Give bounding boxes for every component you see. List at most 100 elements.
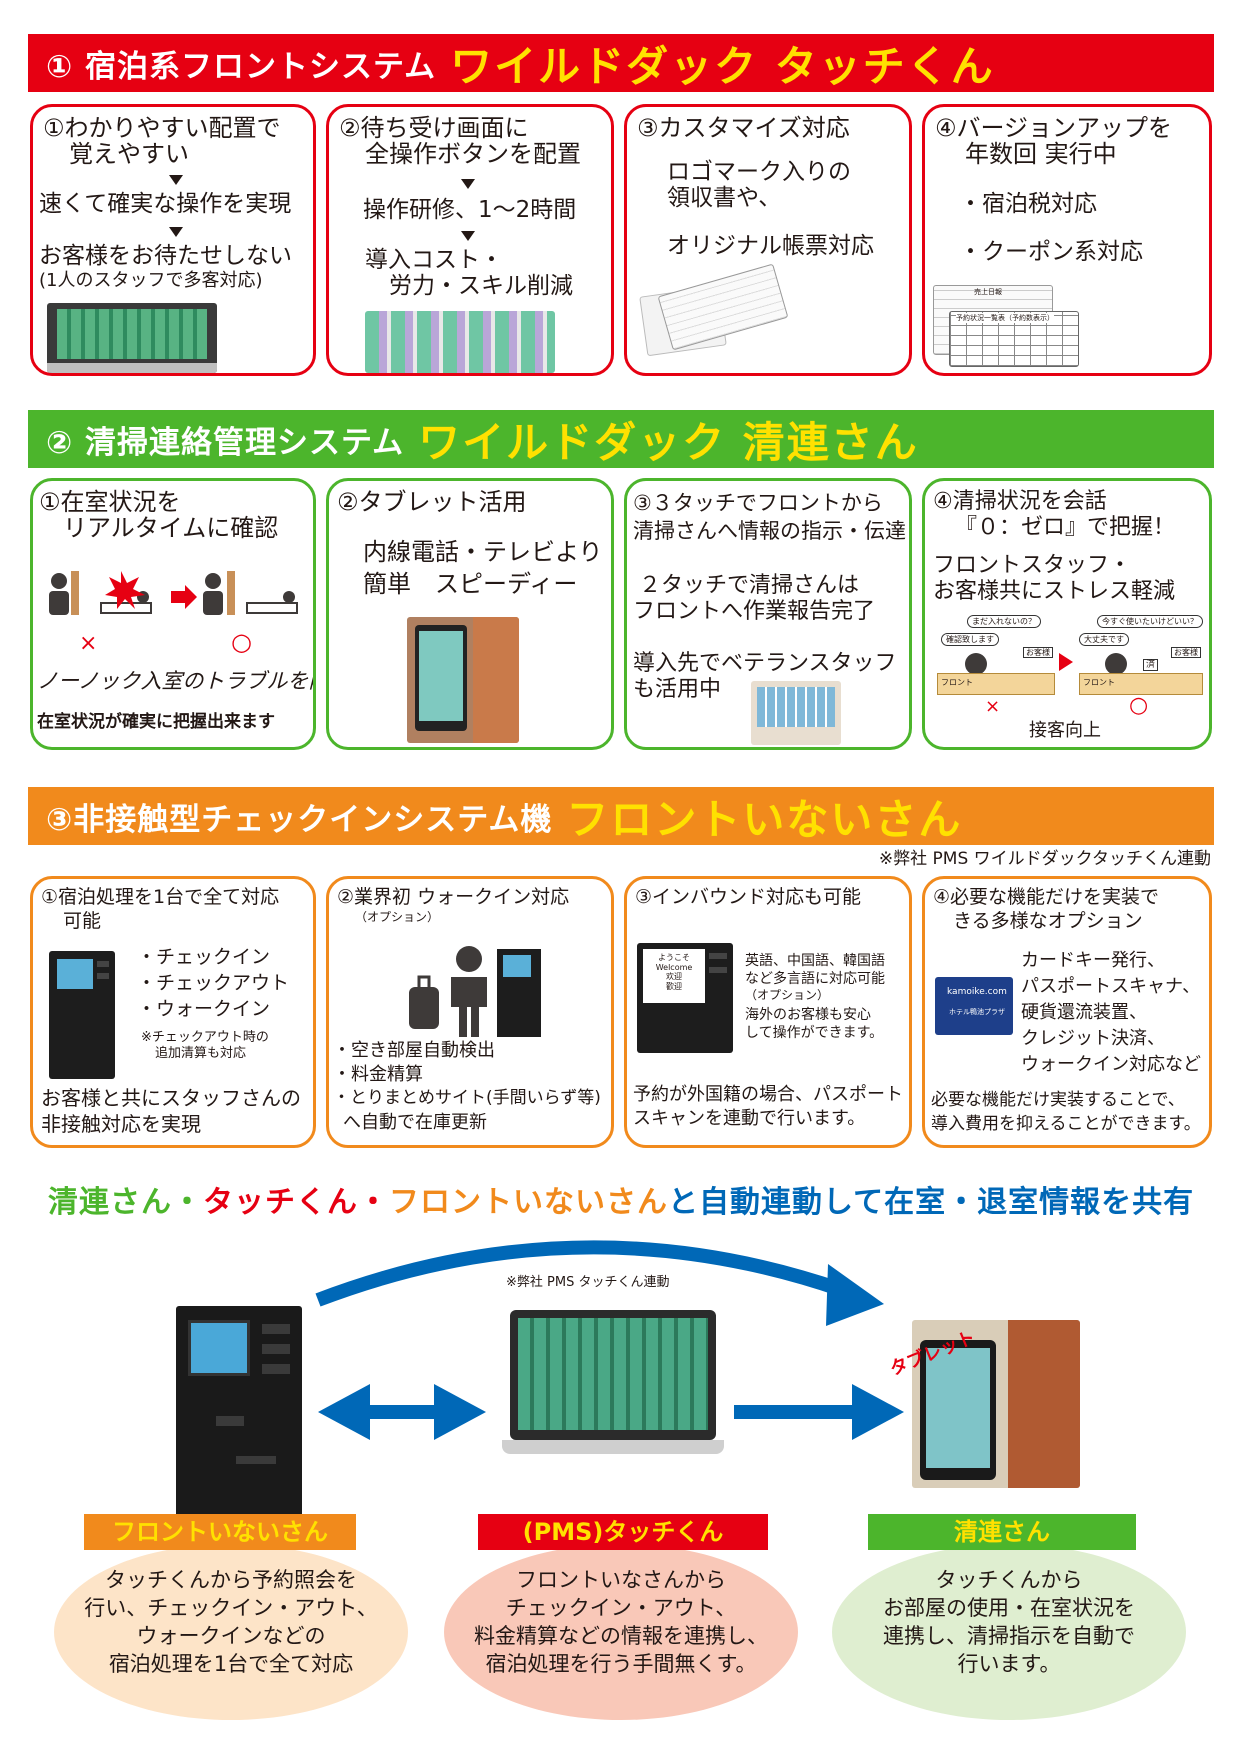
card-heading: ④必要な機能だけを実装で bbox=[933, 886, 1160, 908]
card-text: 接客向上 bbox=[1029, 720, 1101, 741]
card-heading: ①在室状況を bbox=[39, 488, 181, 516]
section1-banner: ① 宿泊系フロントシステム ワイルドダック タッチくん bbox=[28, 34, 1214, 92]
section2-prefix: ② 清掃連絡管理システム bbox=[46, 424, 405, 461]
card-heading: ②待ち受け画面に bbox=[339, 114, 529, 142]
down-arrow-icon bbox=[461, 179, 475, 189]
card-heading: 覚えやすい bbox=[69, 140, 189, 168]
card-text: フロントスタッフ・ bbox=[933, 553, 1132, 578]
card-heading: ③３タッチでフロントから bbox=[633, 491, 883, 515]
curved-arrow-head bbox=[826, 1264, 884, 1326]
sec1-card-version: ④バージョンアップを 年数回 実行中 ・宿泊税対応 ・クーポン系対応 売上日報 … bbox=[922, 104, 1212, 376]
desc-line: タッチくんから bbox=[935, 1568, 1083, 1592]
desc-line: お部屋の使用・在室状況を bbox=[883, 1596, 1135, 1620]
card-heading: 全操作ボタンを配置 bbox=[365, 140, 581, 168]
desc-line: チェックイン・アウト、 bbox=[505, 1596, 737, 1620]
counter-label: フロント bbox=[1083, 678, 1115, 687]
card-text: (1人のスタッフで多客対応) bbox=[39, 270, 263, 291]
card-heading: ①宿泊処理を1台で全て対応 bbox=[41, 886, 280, 908]
desc-line: タッチくんから予約照会を bbox=[105, 1568, 357, 1592]
sec2-card-tablet: ②タブレット活用 内線電話・テレビより 簡単 スピーディー bbox=[326, 478, 614, 750]
right-arrow-head bbox=[852, 1384, 904, 1440]
card-text-bold: 在室状況が確実に把握出来ます bbox=[37, 712, 275, 732]
frontinai-label: フロントいないさん bbox=[84, 1514, 356, 1550]
flow-arrows bbox=[315, 1240, 904, 1440]
touchkun-label: (PMS)タッチくん bbox=[478, 1514, 768, 1550]
welcome-zh-t: 歡迎 bbox=[666, 981, 682, 991]
feature-item: ・ウォークイン bbox=[137, 998, 271, 1020]
ng-mark: × bbox=[79, 631, 98, 656]
welcome-jp: ようこそ bbox=[658, 953, 690, 962]
card-text: 領収書や、 bbox=[667, 185, 782, 211]
report-title: 予約状況一覧表（予約数表示） bbox=[956, 313, 1054, 323]
down-arrow-icon bbox=[169, 175, 183, 185]
desc-line: 行い、チェックイン・アウト、 bbox=[84, 1596, 378, 1620]
sec3-card-inbound: ③インバウンド対応も可能 ようこそ Welcome 欢迎 歡迎 英語、中国語、韓… bbox=[624, 876, 912, 1148]
feature-item: ・チェックアウト bbox=[137, 972, 290, 994]
card-text: 操作研修、1～2時間 bbox=[363, 197, 577, 223]
double-arrow-right-head bbox=[434, 1384, 486, 1440]
staff-screen-photo bbox=[751, 681, 841, 745]
report-doc-image: 予約状況一覧表（予約数表示） bbox=[949, 311, 1079, 367]
card-heading: ④清掃状況を会話 bbox=[933, 489, 1107, 514]
sign-label: お客様 bbox=[1023, 647, 1053, 659]
card-text: 導入費用を抑えることができます。 bbox=[931, 1114, 1201, 1134]
down-arrow-icon bbox=[169, 227, 183, 237]
flow-note: ※弊社 PMS タッチくん連動 bbox=[506, 1275, 670, 1290]
card-key-hotel: ホテル鴨池プラザ bbox=[949, 1008, 1005, 1016]
card-text: お客様をお待たせしない bbox=[39, 243, 292, 269]
card-heading: ②業界初 ウォークイン対応 bbox=[337, 886, 570, 908]
sec1-card-buttons: ②待ち受け画面に 全操作ボタンを配置 操作研修、1～2時間 導入コスト・ 労力・… bbox=[326, 104, 614, 376]
feature-text: 英語、中国語、韓国語 bbox=[745, 953, 885, 969]
status-illustration bbox=[49, 571, 298, 615]
arrow-icon bbox=[1059, 653, 1073, 671]
feature-item: ・空き部屋自動検出 bbox=[333, 1040, 495, 1061]
card-text: お客様共にストレス軽減 bbox=[933, 579, 1176, 604]
welcome-zh-s: 欢迎 bbox=[666, 972, 682, 982]
feature-text: して操作ができます。 bbox=[745, 1025, 884, 1041]
counter-illustration-before: まだ入れないの？ 確認致します お客様 フロント bbox=[937, 615, 1055, 699]
sec2-card-conversation: ④清掃状況を会話 『０：ゼロ』で把握！ フロントスタッフ・ お客様共にストレス軽… bbox=[922, 478, 1212, 750]
card-heading: ①わかりやすい配置で bbox=[43, 114, 281, 142]
desc-line: ウォークインなどの bbox=[136, 1624, 326, 1648]
walkin-illustration bbox=[409, 946, 541, 1037]
option-item: 硬貨還流装置、 bbox=[1021, 1002, 1147, 1023]
option-item: ウォークイン対応など bbox=[1021, 1054, 1201, 1075]
card-heading: 年数回 実行中 bbox=[965, 140, 1117, 168]
card-text: ２タッチで清掃さんは bbox=[639, 573, 860, 598]
feature-item: へ自動で在庫更新 bbox=[343, 1112, 487, 1133]
tablet-photo-large bbox=[912, 1320, 1080, 1488]
seiren-description: タッチくんから お部屋の使用・在室状況を 連携し、清掃指示を自動で 行います。 bbox=[832, 1566, 1186, 1678]
feature-text: 海外のお客様も安心 bbox=[745, 1007, 871, 1023]
section2-banner: ② 清掃連絡管理システム ワイルドダック 清連さん bbox=[28, 410, 1214, 468]
done-sign: 済 bbox=[1143, 659, 1159, 672]
desc-line: 宿泊処理を行う手間無くす。 bbox=[485, 1652, 757, 1676]
card-text: も活用中 bbox=[633, 677, 722, 702]
speech-bubble: 確認致します bbox=[941, 633, 999, 647]
kiosk-photo bbox=[176, 1306, 302, 1542]
speech-bubble: まだ入れないの？ bbox=[967, 615, 1041, 629]
feature-item: ・料金精算 bbox=[333, 1064, 423, 1085]
card-heading: 可能 bbox=[63, 910, 102, 932]
desc-line: 行います。 bbox=[957, 1652, 1061, 1676]
down-arrow-icon bbox=[461, 231, 475, 241]
summary-touchkun: タッチくん bbox=[203, 1185, 358, 1220]
card-text: 非接触対応を実現 bbox=[41, 1112, 201, 1136]
card-text: ・宿泊税対応 bbox=[959, 191, 1097, 217]
ok-mark: ○ bbox=[1129, 693, 1149, 718]
sec1-card-layout: ①わかりやすい配置で 覚えやすい 速くて確実な操作を実現 お客様をお待たせしない… bbox=[30, 104, 316, 376]
card-text: 簡単 スピーディー bbox=[363, 570, 578, 598]
card-text: ・クーポン系対応 bbox=[959, 239, 1143, 265]
summary-seiren: 清連さん bbox=[48, 1185, 172, 1220]
card-text: 労力・スキル削減 bbox=[389, 273, 573, 299]
section3-banner: ③非接触型チェックインシステム機 フロントいないさん bbox=[28, 787, 1214, 845]
counter-illustration-after: 今すぐ使いたいけどいい？ 大丈夫です お客様 済 フロント bbox=[1079, 615, 1203, 699]
desc-line: 連携し、清掃指示を自動で bbox=[883, 1624, 1135, 1648]
tablet-photo bbox=[407, 617, 519, 743]
card-text: ロゴマーク入りの bbox=[667, 159, 851, 185]
card-text: 導入先でベテランスタッフ bbox=[633, 651, 897, 676]
card-subheading: （オプション） bbox=[355, 910, 440, 924]
kiosk-image bbox=[49, 951, 115, 1079]
section1-title: ワイルドダック タッチくん bbox=[450, 41, 995, 91]
kiosk-welcome-image: ようこそ Welcome 欢迎 歡迎 bbox=[637, 943, 733, 1053]
option-item: パスポートスキャナ、 bbox=[1021, 976, 1201, 997]
